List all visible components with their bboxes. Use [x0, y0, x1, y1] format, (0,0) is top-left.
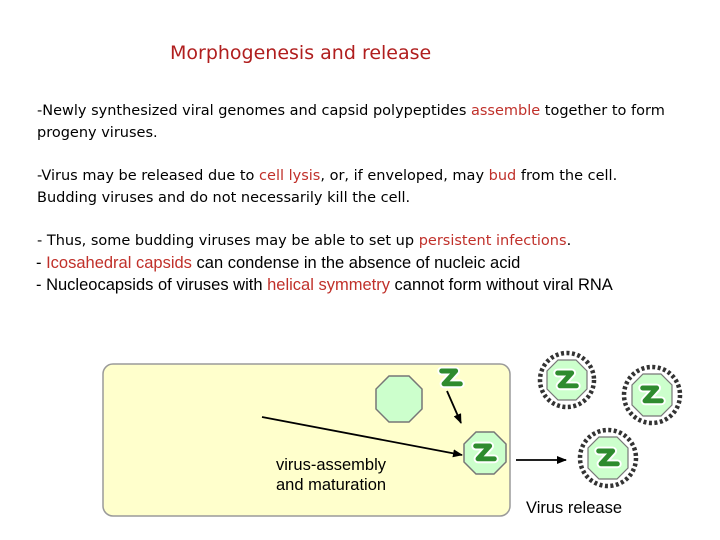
paragraph-release-line2: Budding viruses and do not necessarily k… — [37, 190, 411, 206]
text-span: together to form — [540, 103, 665, 119]
highlight-cell-lysis: cell lysis — [259, 168, 321, 184]
text-span: from the cell. — [516, 168, 618, 184]
paragraph-assembly-line1: -Newly synthesized viral genomes and cap… — [37, 100, 665, 122]
text-span: - Nucleocapsids of viruses with — [36, 276, 268, 294]
paragraph-release-line1: -Virus may be released due to cell lysis… — [37, 165, 617, 187]
highlight-helical-symmetry: helical symmetry — [267, 276, 390, 294]
enveloped-virion-3 — [577, 427, 639, 489]
bullet-icosahedral: - Icosahedral capsids can condense in th… — [36, 253, 520, 273]
enveloped-virion-2 — [621, 364, 683, 426]
highlight-persistent-infections: persistent infections — [418, 233, 567, 249]
bullet-helical: - Nucleocapsids of viruses with helical … — [36, 275, 613, 295]
text-span: - — [36, 254, 47, 272]
highlight-bud: bud — [488, 168, 517, 184]
maturation-arrow — [261, 416, 463, 458]
paragraph-assembly: -Newly synthesized viral genomes and cap… — [37, 100, 665, 144]
assembly-label: virus-assembly and maturation — [276, 455, 386, 495]
highlight-assemble: assemble — [470, 103, 541, 119]
paragraph-release: -Virus may be released due to cell lysis… — [37, 165, 617, 209]
text-span: can condense in the absence of nucleic a… — [191, 254, 521, 272]
highlight-icosahedral-capsids: Icosahedral capsids — [46, 254, 192, 272]
text-span: . — [566, 233, 572, 249]
paragraph-persistent: - Thus, some budding viruses may be able… — [37, 230, 571, 252]
text-span: cannot form without viral RNA — [389, 276, 613, 294]
text-span: - Thus, some budding viruses may be able… — [37, 233, 419, 249]
enveloped-virion-1 — [537, 350, 597, 410]
assembly-label-line2: and maturation — [276, 476, 387, 494]
genome-to-capsid-arrow — [446, 390, 462, 424]
assembly-label-line1: virus-assembly — [276, 456, 387, 474]
slide-title: Morphogenesis and release — [170, 42, 432, 64]
paragraph-assembly-line2: progeny viruses. — [37, 125, 158, 141]
virus-release-label: Virus release — [526, 499, 622, 517]
text-span: -Newly synthesized viral genomes and cap… — [37, 103, 471, 119]
empty-capsid-icon — [375, 375, 423, 423]
text-span: , or, if enveloped, may — [320, 168, 489, 184]
text-span: -Virus may be released due to — [37, 168, 260, 184]
